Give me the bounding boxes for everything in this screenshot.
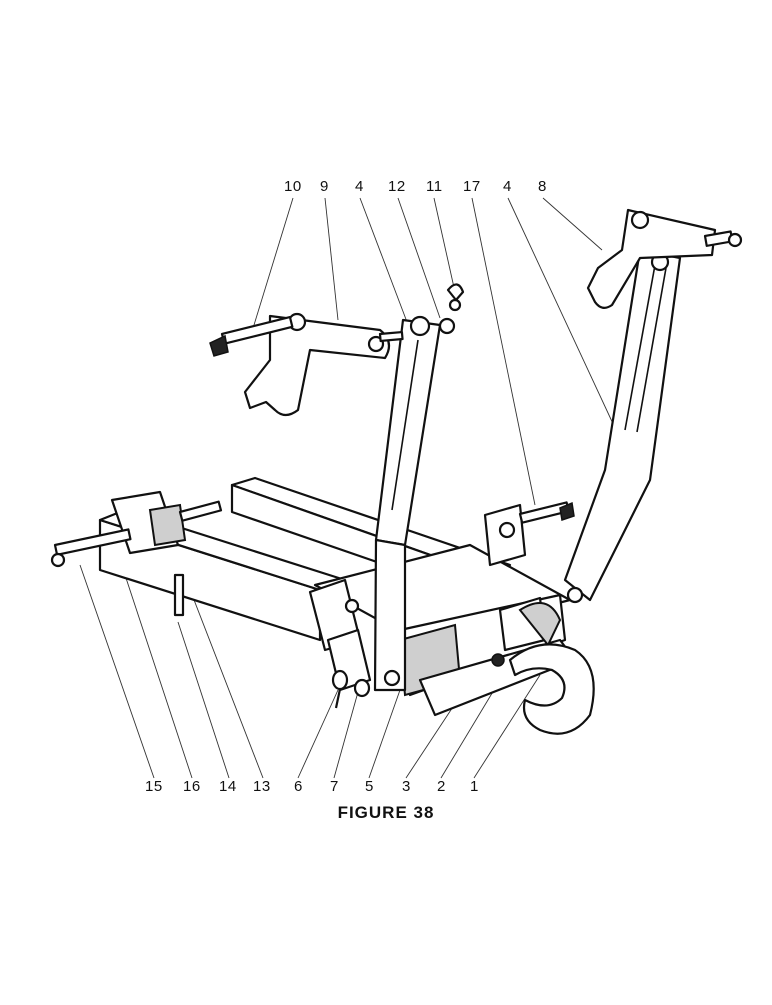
right-bracket <box>586 208 743 309</box>
callout-4-left: 4 <box>355 178 364 195</box>
callout-12: 12 <box>388 178 406 195</box>
callout-13: 13 <box>253 778 271 795</box>
latch-bracket <box>483 501 575 567</box>
callout-15: 15 <box>145 778 163 795</box>
pin-and-washer <box>438 283 465 335</box>
left-link <box>373 315 442 692</box>
callout-6: 6 <box>294 778 303 795</box>
figure-caption: FIGURE 38 <box>337 803 435 822</box>
callout-17: 17 <box>463 178 481 195</box>
callout-11: 11 <box>426 178 443 195</box>
leader-lines <box>79 197 616 779</box>
callout-14: 14 <box>219 778 237 795</box>
callout-5: 5 <box>365 778 374 795</box>
callout-7: 7 <box>330 778 339 795</box>
hitch-hook <box>491 596 595 735</box>
callout-2: 2 <box>437 778 446 795</box>
callout-1: 1 <box>470 778 479 795</box>
callout-16: 16 <box>183 778 201 795</box>
right-link <box>563 248 682 604</box>
callout-3: 3 <box>402 778 411 795</box>
callout-9: 9 <box>320 178 329 195</box>
callout-10: 10 <box>284 178 302 195</box>
end-bracket <box>50 490 223 617</box>
clip-and-washer <box>331 669 371 709</box>
callout-4-right: 4 <box>503 178 512 195</box>
callout-8: 8 <box>538 178 547 195</box>
left-bracket <box>209 312 404 417</box>
